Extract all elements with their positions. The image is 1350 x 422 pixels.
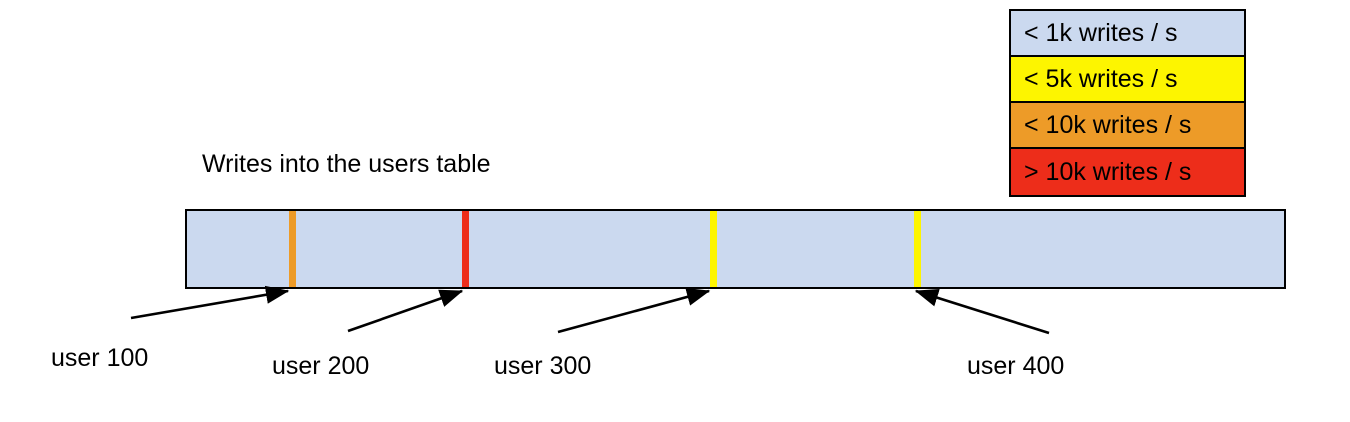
- label-user-100: user 100: [51, 344, 149, 372]
- legend-row-over-10k: > 10k writes / s: [1011, 149, 1244, 195]
- arrow-user-200: [347, 289, 464, 333]
- divider-user-100: [289, 211, 296, 287]
- divider-user-200: [462, 211, 469, 287]
- users-table-bar: [185, 209, 1286, 289]
- legend-row-under-1k: < 1k writes / s: [1011, 11, 1244, 57]
- arrow-user-400: [914, 288, 1050, 335]
- legend-label-under-1k: < 1k writes / s: [1024, 18, 1178, 47]
- divider-user-400: [914, 211, 921, 287]
- legend-label-over-10k: > 10k writes / s: [1024, 157, 1192, 186]
- arrow-user-100: [130, 285, 290, 320]
- divider-user-300: [710, 211, 717, 287]
- legend-row-under-5k: < 5k writes / s: [1011, 57, 1244, 103]
- label-user-300: user 300: [494, 352, 592, 380]
- legend-label-under-10k: < 10k writes / s: [1024, 110, 1192, 139]
- chart-title: Writes into the users table: [202, 150, 491, 178]
- arrow-user-300: [557, 288, 711, 334]
- label-user-400: user 400: [967, 352, 1065, 380]
- legend-label-under-5k: < 5k writes / s: [1024, 64, 1178, 93]
- legend: < 1k writes / s < 5k writes / s < 10k wr…: [1009, 9, 1246, 197]
- label-user-200: user 200: [272, 352, 370, 380]
- legend-row-under-10k: < 10k writes / s: [1011, 103, 1244, 149]
